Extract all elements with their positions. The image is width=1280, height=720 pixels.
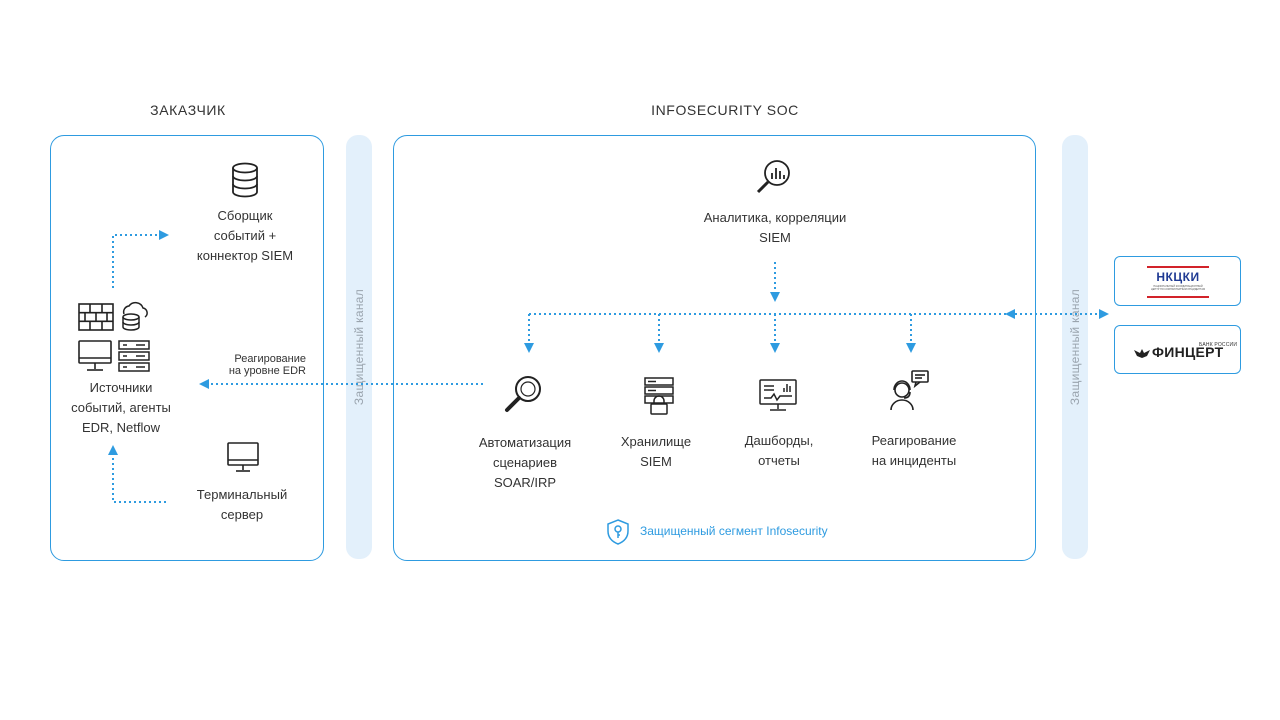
secure-channel-right: Защищенный канал — [1062, 135, 1088, 559]
storage-label: Хранилище SIEM — [620, 434, 692, 469]
edr-response-label: Реагирование на уровне EDR — [228, 353, 306, 377]
nkcki-logo-subtitle: НАЦИОНАЛЬНЫЙ КООРДИНАЦИОННЫЙ ЦЕНТР ПО КО… — [1150, 285, 1206, 291]
incident-response-label: Реагирование на инциденты — [871, 433, 957, 468]
collector-label: Сборщик событий + коннектор SIEM — [196, 208, 294, 263]
arrow-sources-to-collector — [112, 230, 169, 288]
arrow-terminal-to-sources — [108, 445, 166, 503]
terminal-label: Терминальный сервер — [196, 487, 288, 522]
nkcki-logo-frame — [1147, 266, 1209, 298]
firewall-icon — [78, 303, 114, 331]
customer-section-title: ЗАКАЗЧИК — [150, 102, 226, 118]
secure-segment-label: Защищенный сегмент Infosecurity — [640, 524, 828, 538]
cloud-database-icon — [122, 302, 148, 331]
fincert-logo-name: ФИНЦЕРТ — [1152, 344, 1224, 360]
terminal-server-icon — [227, 442, 259, 472]
analytics-label: Аналитика, корреляции SIEM — [703, 210, 847, 245]
soar-label: Автоматизация сценариев SOAR/IRP — [478, 435, 572, 490]
nkcki-logo-box[interactable]: НКЦКИ НАЦИОНАЛЬНЫЙ КООРДИНАЦИОННЫЙ ЦЕНТР… — [1114, 256, 1241, 306]
dashboard-monitor-icon — [759, 379, 797, 411]
magnifier-icon — [505, 376, 541, 412]
analytics-search-icon — [756, 160, 790, 194]
workstation-icon — [78, 340, 112, 371]
nkcki-logo-name: НКЦКИ — [1156, 270, 1200, 284]
sources-label: Источники событий, агенты EDR, Netflow — [71, 380, 171, 435]
database-icon — [232, 162, 258, 198]
secure-channel-left: Защищенный канал — [346, 135, 372, 559]
fincert-logo-box[interactable]: БАНК РОССИИ ФИНЦЕРТ — [1114, 325, 1241, 374]
eagle-emblem-icon — [1134, 349, 1150, 358]
fincert-logo-subtitle: БАНК РОССИИ — [1199, 342, 1238, 348]
dashboards-label: Дашборды, отчеты — [744, 433, 814, 468]
soc-section-title: INFOSECURITY SOC — [651, 102, 799, 118]
server-rack-icon — [118, 340, 150, 372]
operator-icon — [890, 370, 929, 411]
storage-lock-icon — [644, 377, 674, 415]
soc-panel — [393, 135, 1036, 561]
customer-panel — [50, 135, 324, 561]
shield-key-icon — [607, 519, 629, 545]
